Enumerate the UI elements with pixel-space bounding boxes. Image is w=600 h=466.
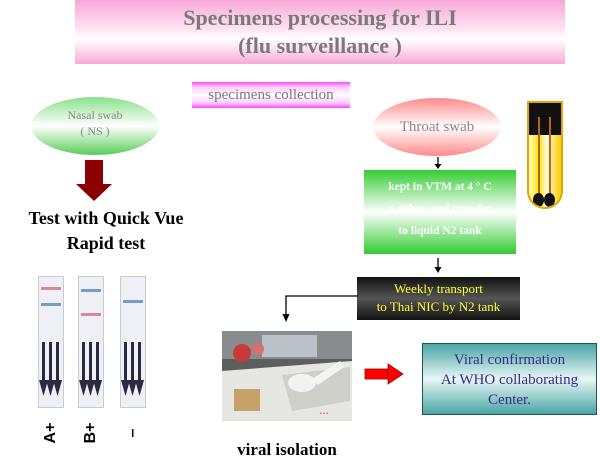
down-arrow-icon — [76, 160, 112, 201]
title-line-1: Specimens processing for ILI — [183, 5, 457, 30]
confirm-line-2: At WHO collaborating — [440, 372, 579, 388]
nasal-swab-label: Nasal swab — [67, 108, 123, 122]
specimens-collection-label: specimens collection — [192, 82, 350, 108]
throat-swab-node: Throat swab — [373, 98, 501, 156]
vtm-line-3: to liquid N2 tank — [398, 225, 482, 237]
vtm-line-1: kept in VTM at 4 ° C — [388, 181, 492, 193]
nasal-swab-node: Nasal swab ( NS ) — [31, 97, 159, 155]
weekly-transport-node: Weekly transport to Thai NIC by N2 tank — [357, 277, 520, 320]
test-strip-negative — [120, 276, 146, 408]
vtm-line-2: < 48hrs. and transfer — [388, 203, 492, 215]
elbow-arrow-icon — [282, 295, 358, 322]
nasal-swab-abbr: ( NS ) — [80, 124, 110, 138]
confirm-line-3: Center. — [488, 392, 531, 408]
viral-isolation-label: viral isolation — [237, 440, 337, 459]
title-line-2: (flu surveillance ) — [238, 33, 402, 58]
swab-tube-icon — [527, 101, 563, 209]
viral-confirmation-node: Viral confirmation At WHO collaborating … — [422, 343, 597, 415]
strip-arrows-icon — [121, 342, 144, 396]
lab-photo-illustration: • • • — [222, 331, 352, 421]
right-arrow-icon — [364, 363, 404, 385]
vtm-storage-node: kept in VTM at 4 ° C < 48hrs. and transf… — [364, 170, 516, 254]
test-line-1: Test with Quick Vue — [28, 208, 184, 228]
test-strip-a — [38, 276, 64, 408]
test-line-2: Rapid test — [66, 233, 146, 253]
svg-text:• • •: • • • — [320, 411, 328, 417]
strip-arrows-icon — [39, 342, 62, 396]
transport-line-1: Weekly transport — [394, 281, 483, 296]
test-strip-b — [78, 276, 104, 408]
down-arrow-icon — [434, 157, 442, 169]
strip-arrows-icon — [79, 342, 102, 396]
strip-label-negative: – — [124, 428, 141, 438]
transport-line-2: to Thai NIC by N2 tank — [376, 299, 501, 314]
lab-photo: • • • — [222, 331, 352, 421]
diagram-title: Specimens processing for ILI (flu survei… — [75, 0, 565, 64]
strip-label-b: B+ — [82, 422, 99, 444]
quickvue-test-label: Test with Quick Vue Rapid test — [0, 206, 212, 256]
down-arrow-icon — [434, 258, 442, 273]
strip-label-a: A+ — [42, 422, 59, 444]
confirm-line-1: Viral confirmation — [453, 352, 566, 368]
